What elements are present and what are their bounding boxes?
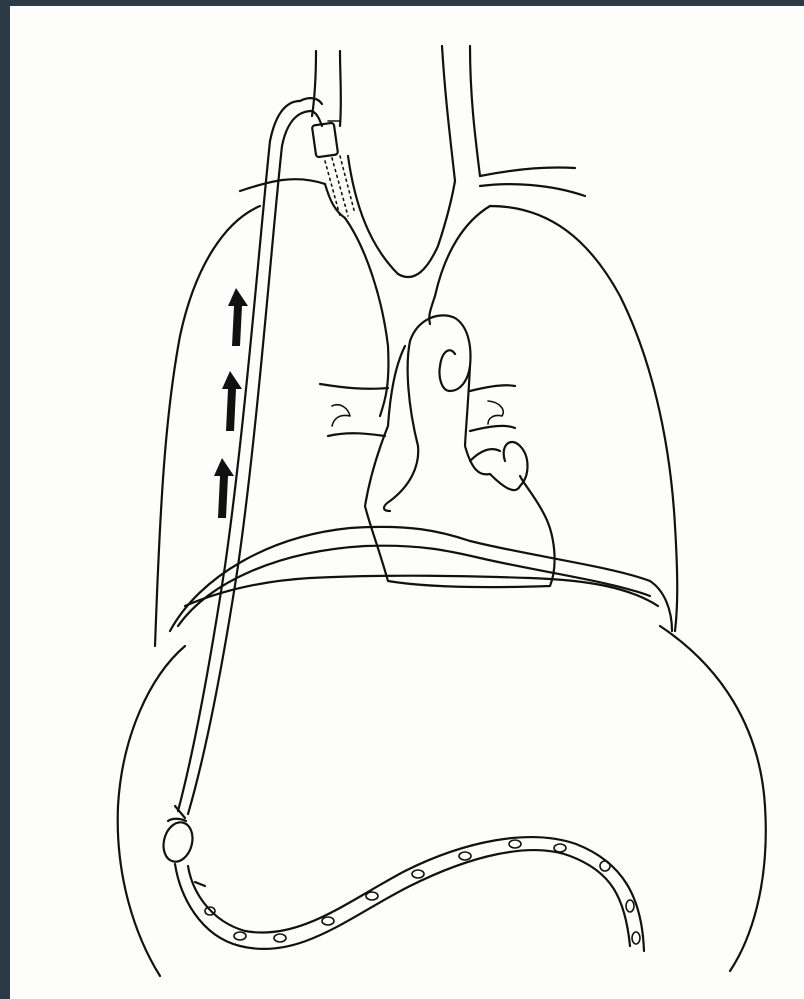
flow-arrow-up-icon [214,458,234,518]
flow-arrows [214,288,248,518]
shunt-diagram [10,6,804,999]
diaphragm [170,527,672,631]
great-vessels [240,156,585,277]
peritoneal-tube [175,837,644,951]
shunt-valve [159,806,196,865]
abdomen [118,626,766,976]
flow-arrow-up-icon [228,288,248,346]
flow-arrow-up-icon [222,371,242,431]
pulmonary-vessels [320,384,515,436]
neck-vessels [312,46,480,181]
illustration-frame [10,6,804,999]
right-lung [155,206,388,646]
